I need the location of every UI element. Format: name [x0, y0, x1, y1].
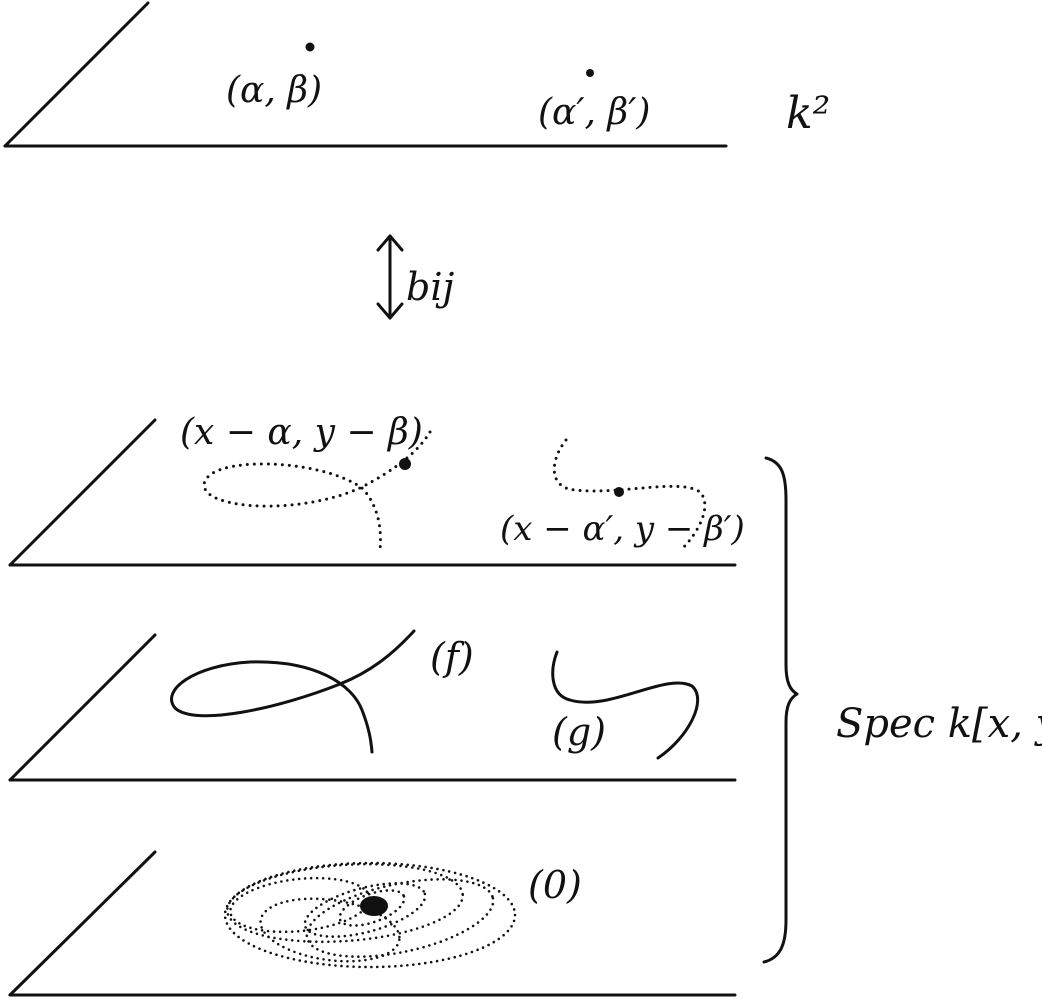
label-k-squared: k² [786, 88, 830, 139]
label-point-alpha-beta-prime: (α′, β′) [538, 92, 650, 133]
label-ideal-f: (f) [430, 635, 474, 679]
label-ideal-g: (g) [552, 710, 606, 754]
spec-brace-group: Spec k[x, y] [762, 456, 1042, 964]
point-alpha-beta [305, 42, 315, 52]
arrow-head-down [376, 302, 404, 320]
label-point-alpha-beta: (α, β) [226, 70, 322, 111]
generic-ellipse-6 [259, 897, 401, 963]
dotted-curve-f [202, 430, 432, 552]
generic-ellipse-1 [223, 861, 517, 969]
plane-curve-ideals: (f) (g) [8, 629, 737, 782]
generic-ellipse-2 [225, 862, 465, 944]
curve-f [170, 629, 416, 754]
point-alpha-beta-prime [586, 69, 594, 77]
generic-ellipse-7 [229, 876, 371, 934]
plane-2-edge [8, 418, 157, 567]
right-brace [762, 456, 799, 964]
plane-maximal-ideals: (x − α, y − β) (x − α′, y − β′) [8, 412, 745, 567]
plane-k2-edge [3, 1, 150, 148]
label-spec: Spec k[x, y] [836, 701, 1042, 747]
plane-zero-ideal: (0) [8, 850, 737, 997]
generic-point-scatter [223, 861, 517, 969]
bijection-arrow: bij [376, 234, 454, 320]
plane-k2: (α, β) (α′, β′) k² [3, 1, 830, 148]
generic-core [360, 896, 388, 916]
plane-3-edge [8, 633, 157, 782]
generic-ellipse-3 [305, 878, 495, 958]
dot-ideal-b [614, 487, 624, 497]
generic-ellipse-4 [303, 882, 427, 938]
dot-ideal-a [399, 458, 411, 470]
generic-ellipse-5 [338, 889, 406, 927]
label-ideal-b: (x − α′, y − β′) [500, 509, 745, 549]
curve-g [551, 650, 700, 760]
label-ideal-a: (x − α, y − β) [180, 412, 423, 453]
arrow-head-up [376, 234, 404, 252]
label-ideal-zero: (0) [528, 863, 582, 907]
plane-4-edge [8, 850, 157, 997]
label-bij: bij [406, 265, 454, 309]
